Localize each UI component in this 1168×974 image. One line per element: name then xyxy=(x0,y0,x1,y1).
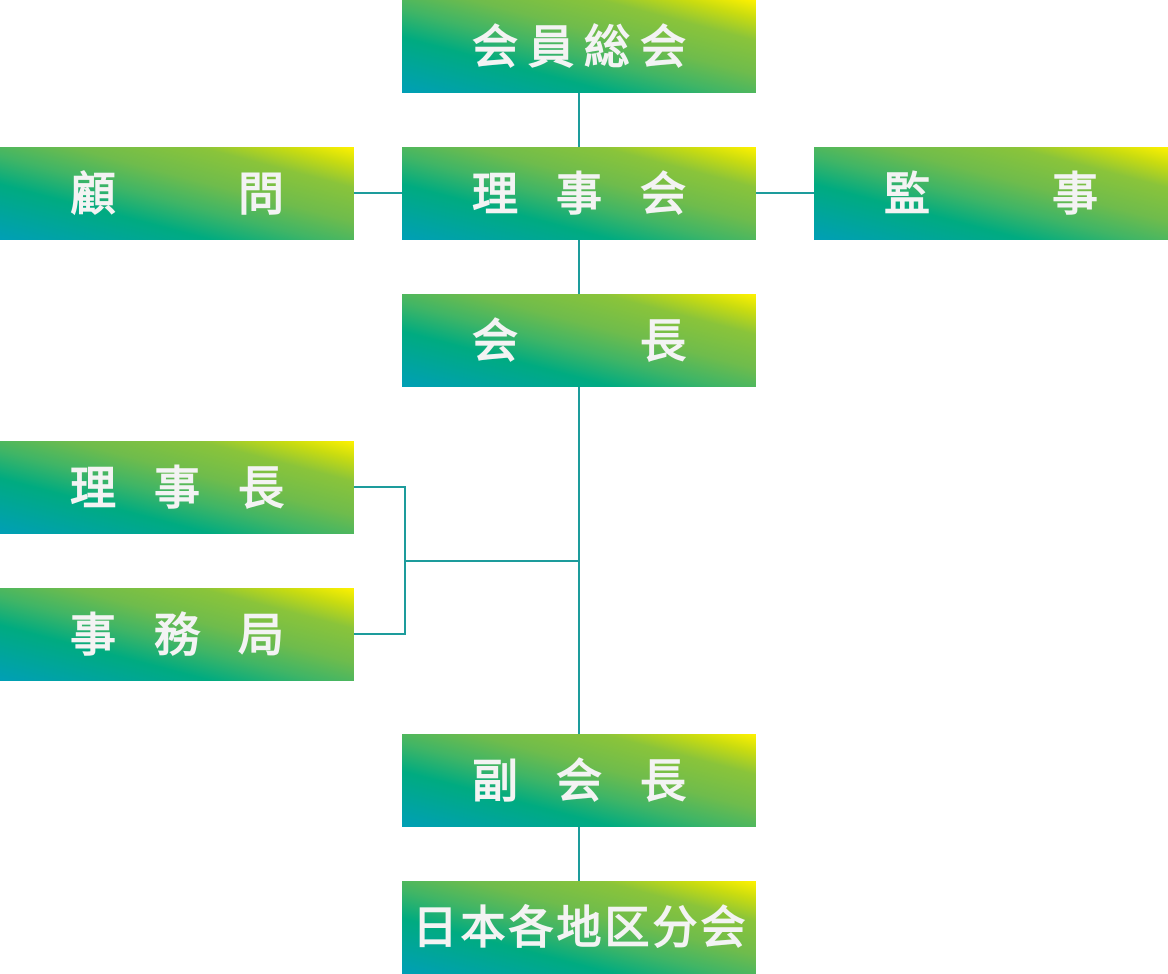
node-president: 会長 xyxy=(402,294,756,387)
node-secretariat: 事務局 xyxy=(0,588,354,681)
connector-line xyxy=(578,827,580,881)
connector-line xyxy=(756,192,814,194)
node-label: 会長 xyxy=(472,313,808,368)
node-label: 理事会 xyxy=(472,166,724,221)
node-label: 会員総会 xyxy=(472,19,696,74)
node-regional-branches: 日本各地区分会 xyxy=(402,881,756,974)
node-label: 事務局 xyxy=(70,607,322,662)
node-advisor: 顧問 xyxy=(0,147,354,240)
node-label: 顧問 xyxy=(70,166,406,221)
connector-line xyxy=(578,93,580,147)
node-label: 監事 xyxy=(884,166,1098,221)
connector-line xyxy=(404,560,580,562)
connector-line xyxy=(354,486,405,488)
node-vice-president: 副会長 xyxy=(402,734,756,827)
node-label: 理事長 xyxy=(70,460,322,515)
node-chairman: 理事長 xyxy=(0,441,354,534)
node-label: 副会長 xyxy=(472,753,724,808)
node-general-assembly: 会員総会 xyxy=(402,0,756,93)
connector-line xyxy=(578,240,580,294)
connector-line xyxy=(354,633,405,635)
connector-line xyxy=(354,192,402,194)
node-auditor: 監事 xyxy=(814,147,1168,240)
node-label: 日本各地区分会 xyxy=(412,901,749,954)
node-board: 理事会 xyxy=(402,147,756,240)
